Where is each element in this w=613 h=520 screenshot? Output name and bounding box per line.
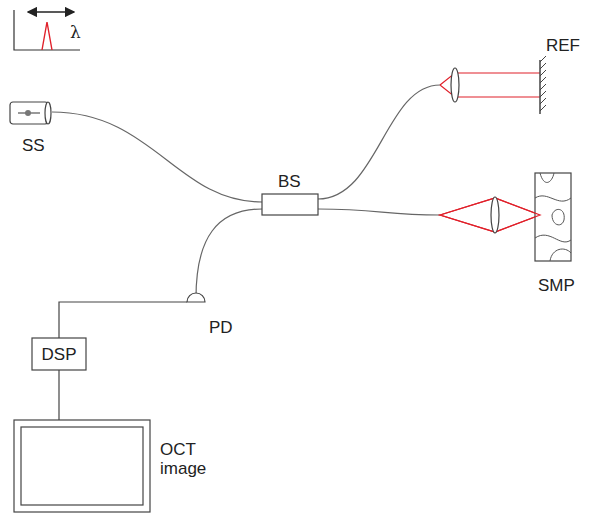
dsp-box: DSP [32,338,86,370]
swept-source: SS [8,98,58,160]
photodetector: PD [183,298,235,342]
node-label: BS [278,172,301,191]
node-label: OCT image [160,440,210,478]
node-label: PD [209,318,233,337]
optical-fiber [318,209,440,215]
optical-fiber [196,209,262,298]
axis-label: λ [70,22,81,42]
node-label: SS [22,136,45,155]
monitor: OCT image [14,420,214,514]
sample-arm: SMP [440,168,590,300]
beam-splitter: BS [262,170,318,216]
reference-arm: REF [440,36,590,126]
signal-wire [59,302,187,338]
optical-fiber [52,112,262,202]
optical-fiber [318,85,440,199]
signal-wire [58,370,59,420]
node-label: REF [546,36,580,55]
node-label: SMP [538,276,575,295]
node-label: DSP [42,345,77,364]
